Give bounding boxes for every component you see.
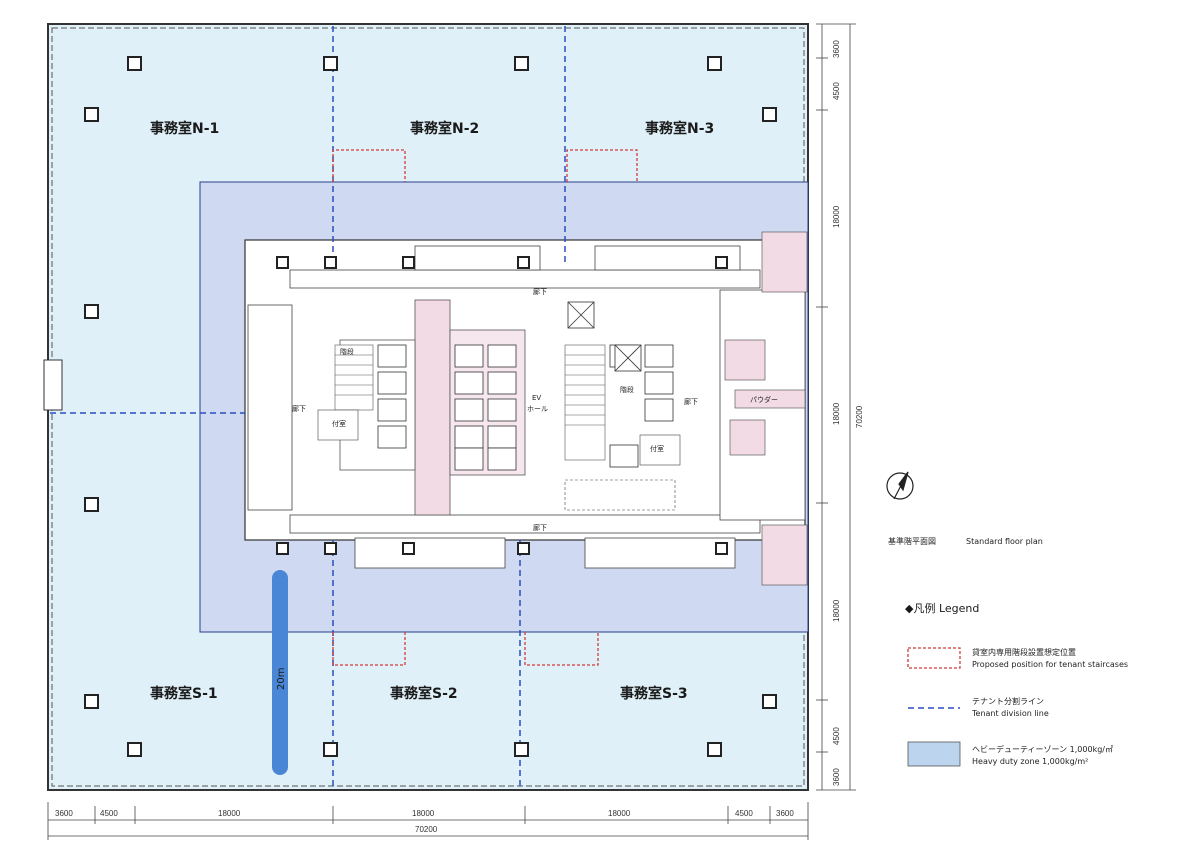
dim-right-1: 4500: [832, 82, 841, 100]
heavy-duty-width-label: 20m: [276, 668, 287, 690]
dim-bottom-1: 4500: [100, 809, 118, 818]
caption-jp: 基準階平面図: [888, 536, 936, 546]
tenant-staircase-markers: [332, 149, 638, 666]
corridor-label-bottom: 廊下: [533, 523, 547, 532]
toilet-top-right: [761, 231, 808, 293]
room-label-n3: 事務室N-3: [645, 120, 714, 137]
shaft-bottom-1: [354, 537, 506, 569]
stair-treads-right: [564, 344, 606, 461]
toilet-mid-right-2: [729, 419, 766, 456]
room-label-n2: 事務室N-2: [410, 120, 479, 137]
dim-bottom-3: 18000: [412, 809, 435, 818]
stairs-label-left: 階段: [340, 347, 354, 356]
stair-treads-left: [334, 344, 374, 411]
anteroom-left-box: [317, 409, 359, 441]
legend-swatch-staircase: [907, 647, 961, 669]
legend-item-2-en: Heavy duty zone 1,000kg/m²: [972, 757, 1088, 766]
legend-swatch-heavy-duty: [907, 741, 961, 767]
room-label-s3: 事務室S-3: [620, 685, 688, 702]
ev-hall-label-1: EV: [532, 394, 541, 402]
dim-right-6: 3600: [832, 768, 841, 786]
dim-bottom-6: 3600: [776, 809, 794, 818]
core-block-left: [247, 304, 293, 511]
north-arrow-icon: [886, 471, 914, 500]
legend-item-1-jp: テナント分割ライン: [972, 696, 1044, 706]
dim-right-2: 18000: [832, 205, 841, 228]
dim-bottom-0: 3600: [55, 809, 73, 818]
dim-bottom-4: 18000: [608, 809, 631, 818]
entrance-notch: [43, 359, 63, 411]
anteroom-label-left: 付室: [332, 419, 346, 428]
right-dimension-lines: [816, 23, 856, 791]
freight-elevators: [567, 301, 642, 372]
legend-title: ◆凡例 Legend: [905, 601, 979, 615]
room-label-n1: 事務室N-1: [150, 120, 219, 137]
dim-bottom-2: 18000: [218, 809, 241, 818]
powder-room: [734, 389, 806, 409]
ev-hall-label-2: ホール: [527, 405, 548, 413]
dim-bottom-5: 4500: [735, 809, 753, 818]
room-label-s2: 事務室S-2: [390, 685, 458, 702]
shaft-bottom-2: [584, 537, 736, 569]
heavy-duty-width-bar: [272, 570, 288, 775]
toilet-bottom-right: [761, 524, 808, 586]
dim-right-total: 70200: [855, 405, 864, 428]
corridor-label-top: 廊下: [533, 287, 547, 296]
dim-right-3: 18000: [832, 402, 841, 425]
legend-item-1-en: Tenant division line: [971, 709, 1049, 718]
bottom-dimension-lines: [47, 802, 809, 840]
dim-right-5: 4500: [832, 727, 841, 745]
legend-item-2-jp: ヘビーデューティーゾーン 1,000kg/㎡: [972, 744, 1113, 754]
corridor-top: [289, 269, 761, 289]
caption-en: Standard floor plan: [966, 537, 1043, 546]
toilet-mid-right: [724, 339, 766, 381]
anteroom-label-right: 付室: [650, 444, 664, 453]
structural-columns: [84, 56, 777, 757]
anteroom-right-box: [639, 434, 681, 466]
corridor-bottom: [289, 514, 761, 534]
shaft-row-bottom: [564, 479, 676, 511]
room-label-s1: 事務室S-1: [150, 685, 218, 702]
corridor-label-right: 廊下: [684, 397, 698, 406]
lobby-band: [414, 299, 451, 516]
corridor-label-left: 廊下: [292, 404, 306, 413]
powder-label: パウダー: [750, 395, 778, 404]
dim-right-0: 3600: [832, 40, 841, 58]
legend-item-0-jp: 貸室内専用階段設置想定位置: [972, 647, 1076, 657]
stairs-label-right: 階段: [620, 385, 634, 394]
legend-item-0-en: Proposed position for tenant staircases: [972, 660, 1128, 669]
dim-bottom-total: 70200: [415, 825, 438, 834]
dim-right-4: 18000: [832, 599, 841, 622]
